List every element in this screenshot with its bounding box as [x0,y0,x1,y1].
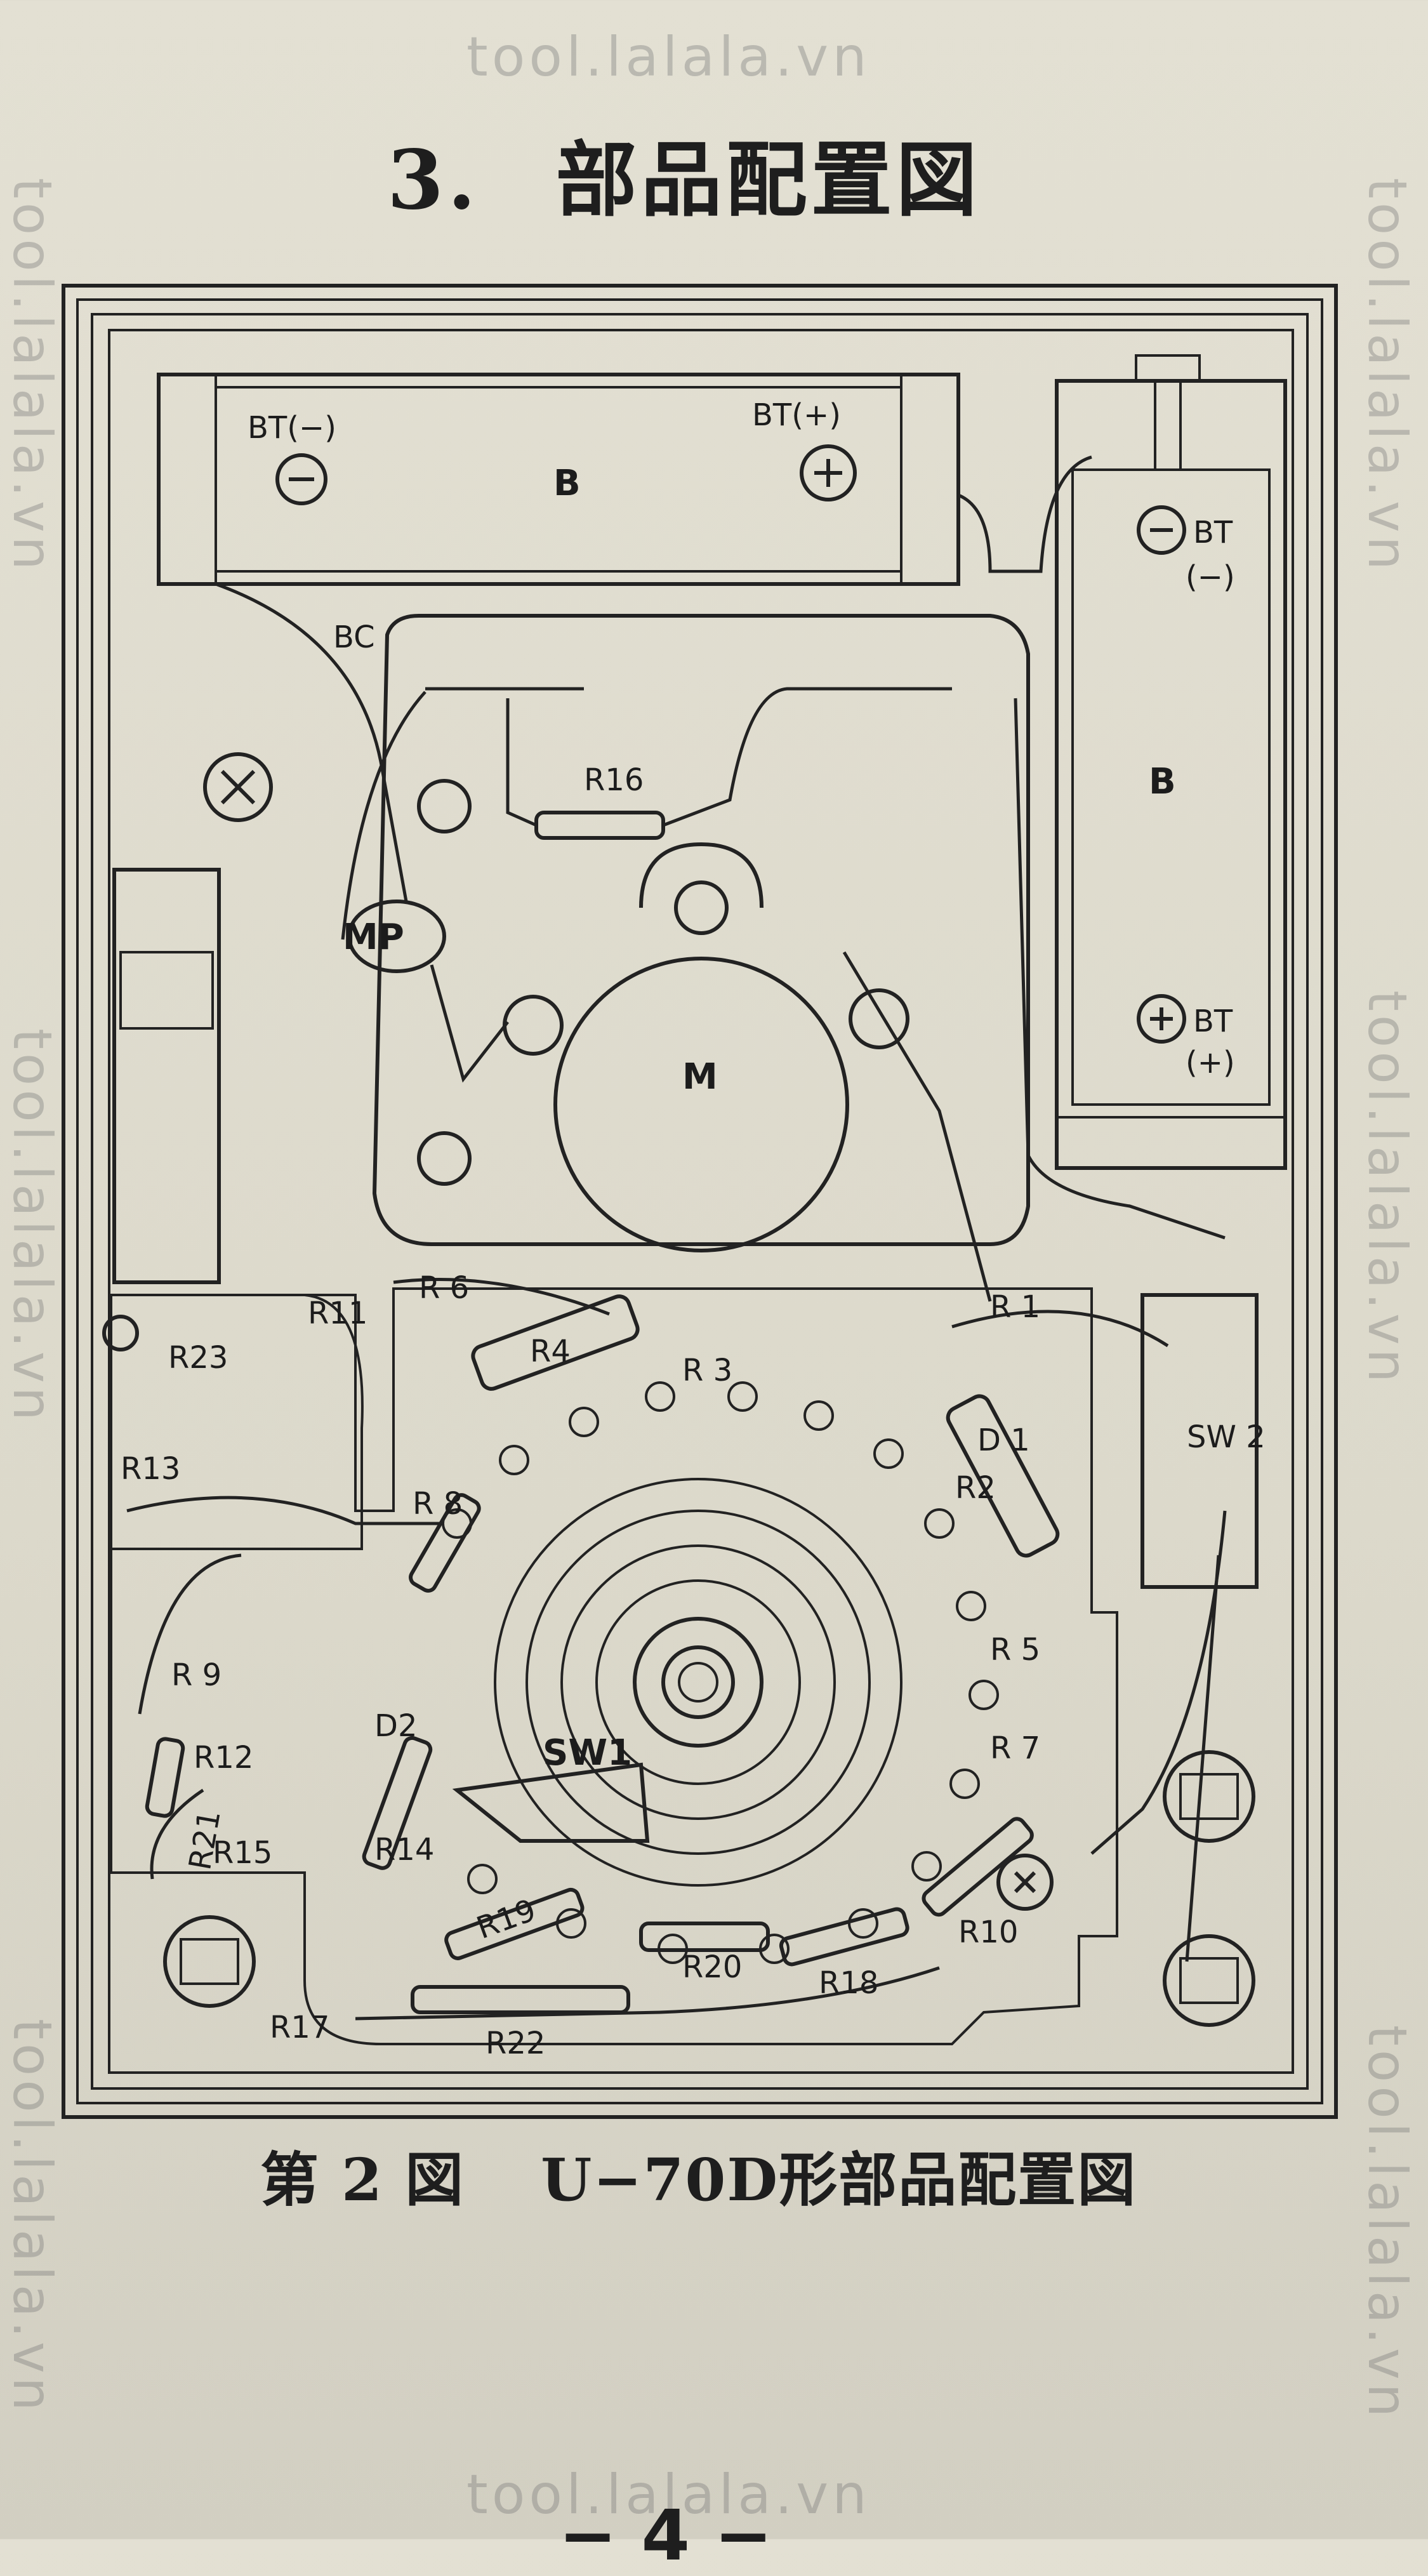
r10-resistor [922,1817,1034,1917]
r4-resistor [471,1294,640,1391]
label-r13: R13 [121,1451,180,1487]
label-r22: R22 [486,2026,545,2061]
label-r7: R 7 [990,1730,1040,1766]
plate-screw-left [503,995,564,1056]
label-sw2: SW 2 [1187,1419,1266,1455]
r22-resistor [411,1985,630,2014]
motor-plate [372,614,1030,1246]
label-d1: D 1 [977,1423,1030,1458]
label-bt-minus-top: BT(−) [248,410,336,446]
label-r2: R2 [955,1470,996,1506]
r16-resistor [534,811,665,840]
label-r1: R 1 [990,1289,1040,1325]
sw1-rotary-switch [452,1478,902,1887]
label-bt-plus-right-sign: (+) [1186,1045,1235,1080]
label-r11: R11 [308,1296,367,1331]
section-number: 3. [387,133,480,228]
watermark-top: tool.lalala.vn [466,25,871,89]
r23-area [110,1294,364,1550]
label-r3: R 3 [682,1353,732,1388]
label-battery-top: B [553,463,581,504]
switch-contact-terminals [442,1381,999,1964]
r19-resistor [444,1887,585,1960]
watermark-bottom: tool.lalala.vn [466,2463,871,2526]
r8-resistor [409,1493,481,1593]
housing-frame-3 [91,313,1309,2090]
label-r17: R17 [270,2010,329,2045]
label-r9: R 9 [171,1657,221,1693]
label-r6: R 6 [419,1270,469,1306]
housing-outer-frame [62,284,1338,2119]
label-r23: R23 [168,1340,228,1376]
label-r8: R 8 [413,1486,463,1522]
mp-component [347,900,446,973]
r18-resistor [779,1907,909,1967]
r2-resistor [946,1394,1060,1558]
figure-caption: 第 2 図 U−70D形部品配置図 [260,2133,1137,2217]
label-bt-plus-right: BT [1193,1004,1233,1039]
label-r14: R14 [374,1832,434,1868]
label-r12: R12 [194,1740,253,1776]
plate-screw-right [849,988,909,1049]
label-bt-plus-top: BT(+) [752,397,841,433]
label-r5: R 5 [990,1632,1040,1668]
section-title: 部品配置図 [555,133,981,228]
left-side-bracket [112,868,221,1284]
label-sw1: SW1 [543,1732,632,1774]
meter-movement [553,957,849,1252]
board-screw [996,1854,1054,1911]
top-battery-compartment [157,373,960,586]
label-r4: R4 [530,1334,571,1369]
label-r19: R19 [472,1892,541,1946]
housing-inner-frame [108,329,1294,2074]
figure-number: 第 2 図 [260,2146,465,2214]
label-d2: D2 [374,1708,418,1744]
label-battery-right: B [1149,761,1176,802]
terminal-right-upper [1163,1750,1255,1843]
right-battery-compartment [1055,354,1287,1170]
board-mount-hole [102,1315,139,1351]
section-heading: 3. 部品配置図 [387,114,981,232]
r21-resistor [145,1737,185,1818]
label-bt-minus-right-sign: (−) [1186,559,1235,595]
label-r20: R20 [682,1949,742,1985]
label-m: M [682,1056,718,1098]
label-r16: R16 [584,762,644,798]
label-r10: R10 [958,1915,1018,1950]
label-r18: R18 [819,1965,878,2001]
figure-title: U−70D形部品配置図 [541,2146,1137,2214]
housing-screw [203,752,273,822]
label-bc: BC [333,620,375,655]
label-bt-minus-right: BT [1193,515,1233,550]
housing-frame-2 [76,298,1323,2104]
label-r15: R15 [213,1835,272,1871]
label-mp: MP [343,917,404,958]
terminal-right-lower [1163,1934,1255,2027]
lower-circuit-board [110,1287,1118,2045]
page-number: − 4 − [559,2495,773,2576]
sw2-switch [1140,1293,1259,1589]
r14-resistor [362,1736,433,1870]
terminal-left [163,1915,256,2008]
